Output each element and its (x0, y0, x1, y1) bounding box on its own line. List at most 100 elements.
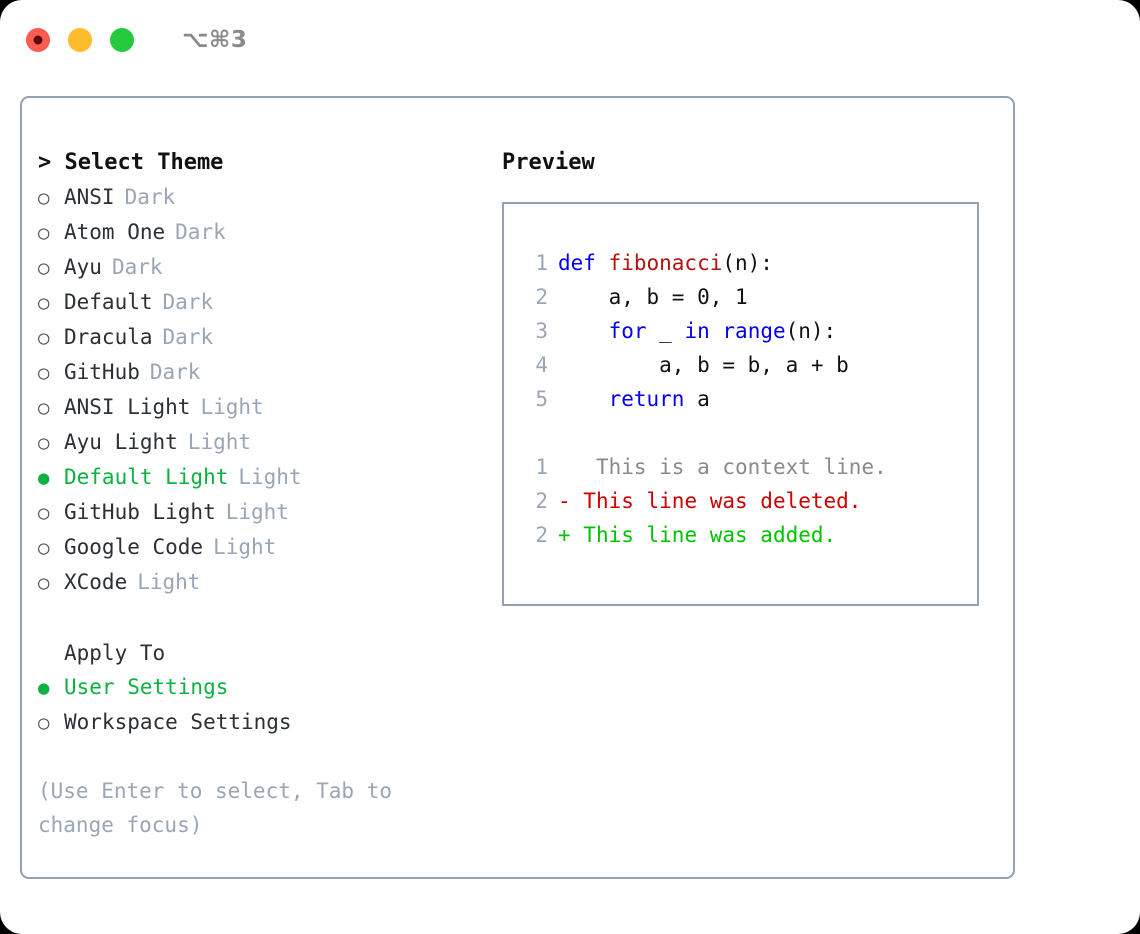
diff-sign (558, 450, 571, 484)
radio-unselected-icon: ○ (38, 222, 50, 244)
radio-unselected-icon: ○ (38, 397, 50, 419)
code-token-pl: (n): (785, 319, 837, 343)
apply-to-header: Apply To (64, 641, 166, 665)
code-line: 1 def fibonacci(n): (522, 246, 977, 280)
apply-to-list: ● User Settings ○ Workspace Settings (38, 670, 498, 740)
theme-option-label: ANSI Light (64, 395, 191, 419)
code-text: def fibonacci(n): (558, 246, 773, 280)
code-token-kw: in (684, 319, 710, 343)
diff-sign: + (558, 523, 571, 547)
theme-option-tag: Light (200, 395, 264, 419)
radio-selected-icon: ● (38, 677, 50, 699)
code-token-pl (558, 387, 609, 411)
theme-option-tag: Light (213, 535, 277, 559)
theme-option-tag: Light (137, 570, 201, 594)
theme-option-tag: Dark (162, 290, 214, 314)
theme-option-label: GitHub (64, 360, 140, 384)
theme-option-tag: Light (187, 430, 252, 454)
radio-unselected-icon: ○ (38, 572, 50, 594)
theme-option-label: GitHub Light (64, 500, 216, 524)
line-number: 2 (535, 489, 548, 513)
code-text: a, b = b, a + b (558, 348, 849, 382)
code-line: 3 for _ in range(n): (522, 314, 977, 348)
theme-option-label: Dracula (64, 325, 153, 349)
theme-option-label: Google Code (64, 535, 204, 559)
line-number: 4 (535, 353, 548, 377)
theme-option-label: Default Light (64, 465, 229, 489)
theme-option-ayu-light[interactable]: ○ Ayu Light Light (38, 425, 498, 460)
apply-to-option-label: Workspace Settings (64, 710, 292, 734)
code-line: 4 a, b = b, a + b (522, 348, 977, 382)
keyboard-hint: (Use Enter to select, Tab to change focu… (38, 779, 393, 837)
minimize-button[interactable] (68, 28, 92, 52)
line-number: 5 (535, 387, 548, 411)
theme-option-tag: Dark (124, 185, 176, 209)
theme-option-label: Default (64, 290, 153, 314)
theme-option-google-code[interactable]: ○ Google Code Light (38, 530, 498, 565)
title-bar: ⌥⌘3 (0, 0, 1140, 80)
diff-text: This is a context line. (570, 455, 887, 479)
window-controls (26, 28, 134, 52)
apply-to-option-user-settings[interactable]: ● User Settings (38, 670, 498, 705)
diff-text: This line was added. (570, 523, 837, 547)
diff-line-del: 2- This line was deleted. (522, 484, 977, 518)
diff-line-ctx: 1 This is a context line. (522, 450, 977, 484)
radio-unselected-icon: ○ (38, 537, 50, 559)
code-token-pl: _ (646, 319, 685, 343)
code-token-pl: (n): (722, 251, 773, 275)
radio-selected-icon: ● (38, 467, 50, 489)
theme-option-label: Ayu Light (64, 430, 178, 454)
theme-option-default[interactable]: ○ Default Dark (38, 285, 498, 320)
code-token-fn: fibonacci (608, 251, 723, 275)
theme-option-tag: Dark (175, 220, 226, 244)
line-number: 1 (535, 251, 548, 275)
diff-sample: 1 This is a context line.2- This line wa… (522, 450, 977, 552)
theme-option-xcode[interactable]: ○ XCode Light (38, 565, 498, 600)
code-token-pl (558, 319, 609, 343)
close-button[interactable] (26, 28, 50, 52)
theme-option-ansi-light[interactable]: ○ ANSI Light Light (38, 390, 498, 425)
line-number: 2 (535, 523, 548, 547)
maximize-button[interactable] (110, 28, 134, 52)
theme-list-header: > Select Theme (38, 150, 224, 175)
theme-option-tag: Light (225, 500, 289, 524)
section-spacer (38, 600, 498, 636)
theme-option-tag: Dark (111, 255, 163, 279)
code-text: return a (558, 382, 710, 416)
radio-unselected-icon: ○ (38, 292, 50, 314)
code-text: for _ in range(n): (558, 314, 837, 348)
apply-to-option-label: User Settings (64, 675, 229, 699)
code-diff-spacer (522, 416, 977, 450)
code-line: 5 return a (522, 382, 977, 416)
code-line: 2 a, b = 0, 1 (522, 280, 977, 314)
radio-unselected-icon: ○ (38, 257, 50, 279)
code-token-pl (710, 319, 723, 343)
radio-unselected-icon: ○ (38, 432, 50, 454)
code-token-kw: return (608, 387, 685, 411)
theme-option-tag: Light (238, 465, 302, 489)
diff-line-add: 2 + This line was added. (522, 518, 977, 552)
theme-option-tag: Dark (149, 360, 201, 384)
radio-unselected-icon: ○ (38, 502, 50, 524)
keyboard-shortcut-label: ⌥⌘3 (182, 27, 248, 53)
diff-sign: - (558, 489, 571, 513)
theme-option-default-light[interactable]: ● Default Light Light (38, 460, 498, 495)
apply-to-option-workspace-settings[interactable]: ○ Workspace Settings (38, 705, 498, 740)
theme-option-github-light[interactable]: ○ GitHub Light Light (38, 495, 498, 530)
radio-unselected-icon: ○ (38, 712, 50, 734)
line-number: 3 (535, 319, 548, 343)
code-token-pl: a, b = 0, 1 (558, 285, 748, 309)
theme-option-label: XCode (64, 570, 128, 594)
